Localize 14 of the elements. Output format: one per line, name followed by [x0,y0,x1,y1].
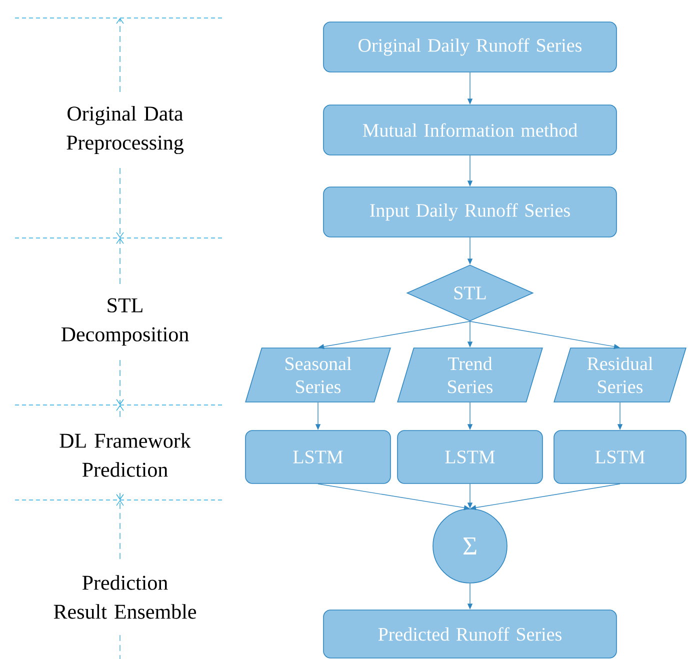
process-box: LSTM [397,430,543,484]
data-parallelogram: Trend Series [397,348,543,402]
data-parallelogram: Seasonal Series [245,348,391,402]
process-box: Predicted Runoff Series [323,610,617,658]
phase-label: Prediction Result Ensemble [54,575,196,619]
process-box: LSTM [245,430,391,484]
process-box: LSTM [554,430,686,484]
process-box: Mutual Information method [323,104,617,156]
data-parallelogram: Residual Series [554,348,686,402]
phase-label: STL Decomposition [61,298,189,346]
phase-label: Original Data Preprocessing [66,106,184,154]
process-box: Original Daily Runoff Series [323,22,617,72]
phase-label: DL Framework Prediction [60,433,191,477]
process-box: Input Daily Runoff Series [323,186,617,238]
